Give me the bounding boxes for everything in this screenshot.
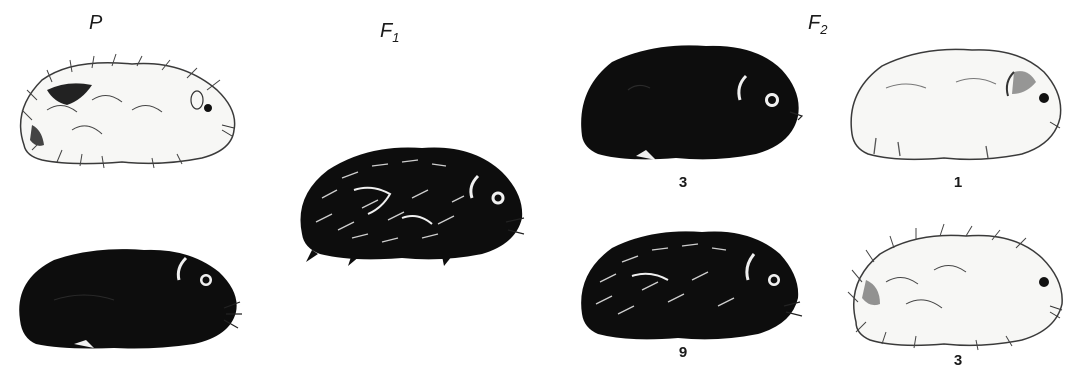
f1-label-subscript: 1 [392,30,399,45]
guinea-pig-white-smooth-f2 [846,42,1066,166]
parent-generation-label: P [89,12,102,35]
guinea-pig-black-smooth-f2 [576,40,808,168]
guinea-pig-black-rough-f1 [292,138,532,268]
ratio-white-smooth: 1 [943,174,973,191]
ratio-black-rough: 9 [668,344,698,361]
ratio-black-smooth: 3 [668,174,698,191]
f2-label-base: F [808,12,820,34]
f2-label-subscript: 2 [820,22,827,37]
guinea-pig-white-rough-f2 [846,222,1066,352]
f1-label-base: F [380,20,392,42]
guinea-pig-white-rough-parent [12,50,240,170]
ratio-white-rough: 3 [943,352,973,369]
f2-generation-label: F2 [808,12,827,37]
f1-generation-label: F1 [380,20,399,45]
guinea-pig-black-rough-f2 [576,224,806,346]
guinea-pig-black-smooth-parent [14,240,244,352]
